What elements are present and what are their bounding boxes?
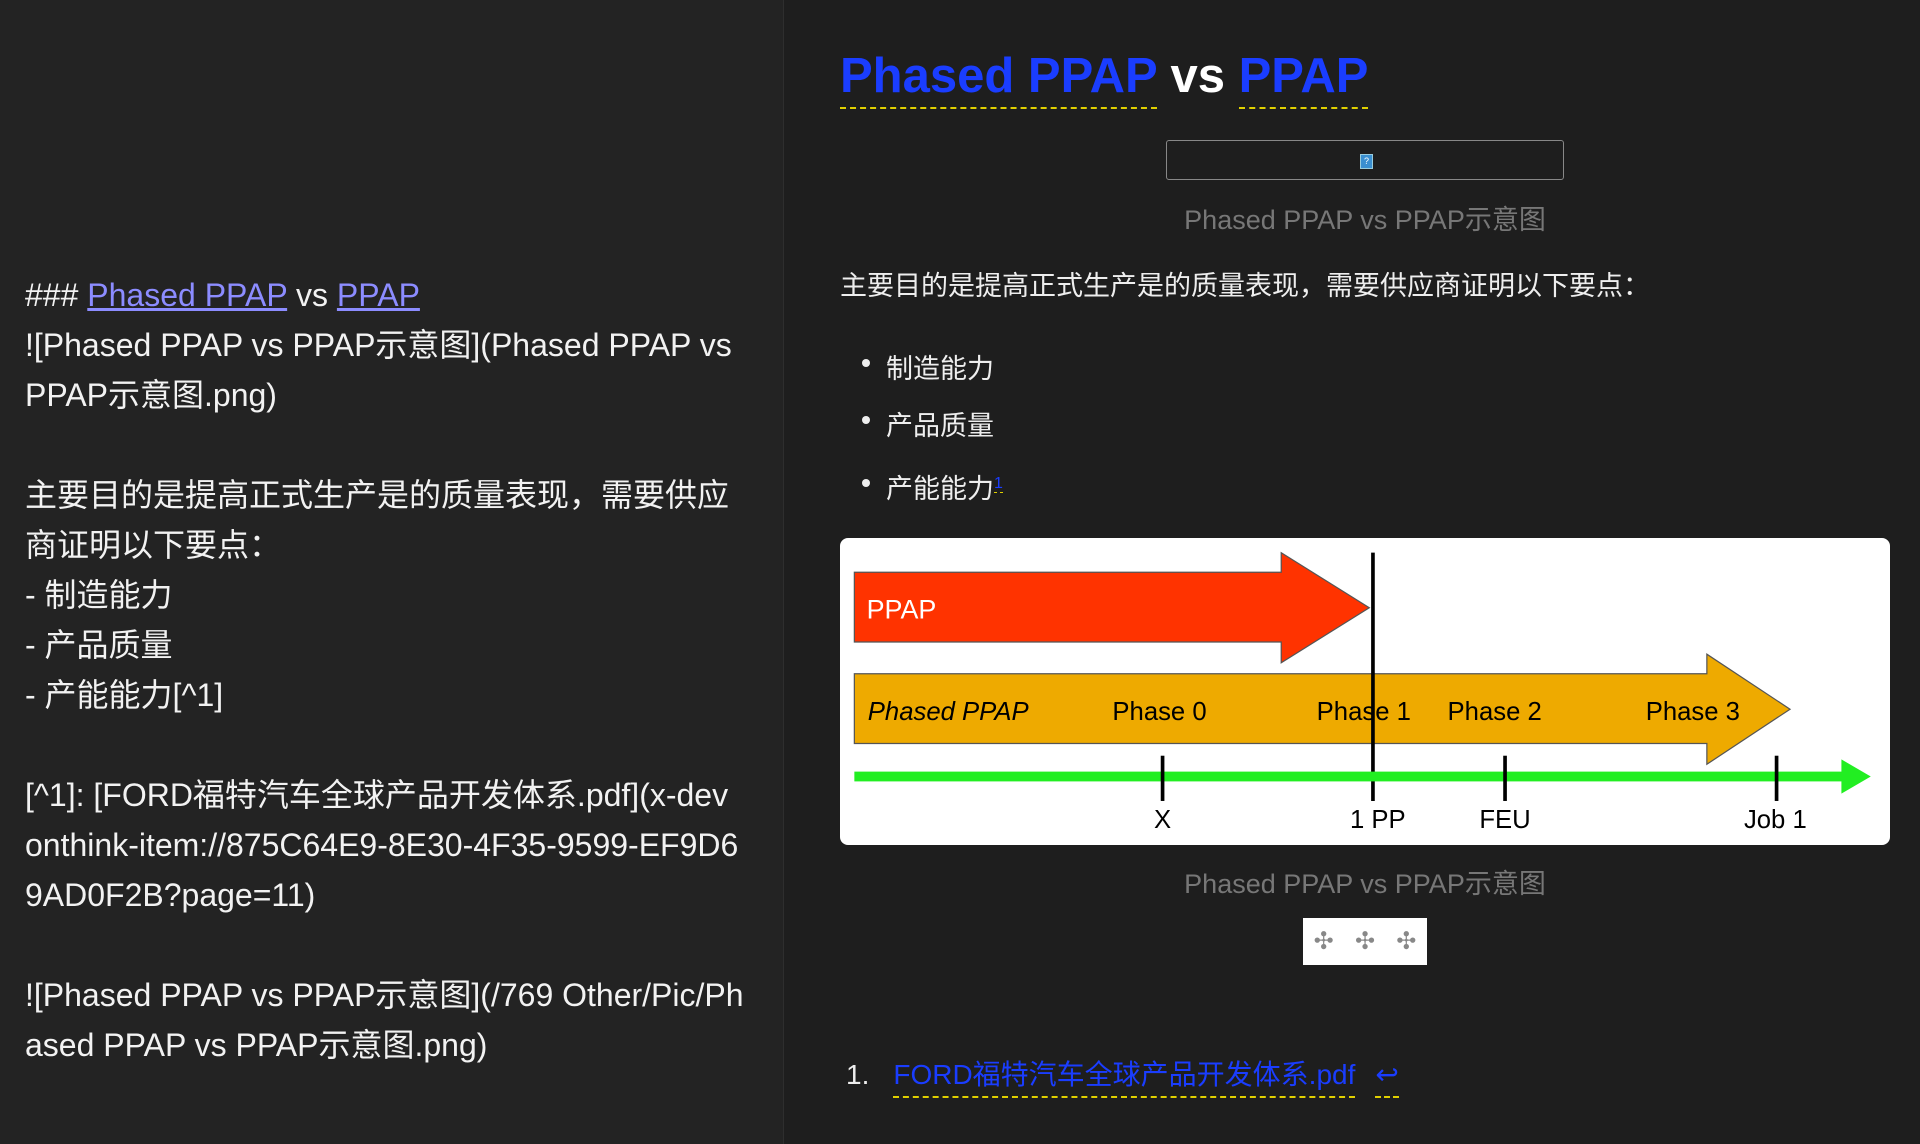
footnote-link[interactable]: FORD福特汽车全球产品开发体系.pdf	[893, 1059, 1356, 1098]
broken-image-icon: ?	[1360, 154, 1373, 169]
heading-vs: vs	[287, 277, 337, 313]
phase-1-label: Phase 1	[1317, 698, 1411, 726]
phase-3-label: Phase 3	[1646, 698, 1740, 726]
footnote-item: 1. FORD福特汽车全球产品开发体系.pdf ↩	[846, 1053, 1399, 1098]
milestone-feu-label: FEU	[1479, 806, 1530, 834]
list-item: 产能能力1	[840, 467, 1003, 504]
paragraph: 主要目的是提高正式生产是的质量表现，需要供应商证明以下要点：	[840, 271, 1650, 301]
heading-link-phased-ppap[interactable]: Phased PPAP	[87, 277, 288, 313]
milestone-1pp-label: 1 PP	[1350, 806, 1406, 834]
title-link-phased-ppap[interactable]: Phased PPAP	[840, 49, 1157, 109]
timeline-arrowhead	[1841, 759, 1871, 794]
milestone-job1-label: Job 1	[1744, 806, 1807, 834]
move-icon[interactable]: ✣	[1313, 928, 1334, 955]
move-icon[interactable]: ✣	[1396, 928, 1417, 955]
page-title: Phased PPAP vs PPAP	[840, 48, 1369, 109]
list-item-text: 产品质量	[886, 411, 994, 441]
preview-pane: Phased PPAP vs PPAP ? Phased PPAP vs PPA…	[784, 0, 1920, 1144]
title-vs: vs	[1170, 49, 1225, 103]
bullet-list: 制造能力 产品质量 产能能力1	[840, 340, 1003, 504]
list-item-text: 制造能力	[886, 354, 994, 384]
image-toolbar: ✣ ✣ ✣	[1303, 918, 1427, 965]
heading-marker: ###	[25, 277, 88, 313]
list-item: 产品质量	[840, 404, 1003, 441]
title-link-ppap[interactable]: PPAP	[1238, 49, 1369, 109]
broken-image: ?	[1166, 140, 1564, 180]
ppap-arrow	[853, 551, 1371, 664]
heading-link-ppap[interactable]: PPAP	[336, 277, 420, 313]
markdown-body: ![Phased PPAP vs PPAP示意图](Phased PPAP vs…	[25, 327, 744, 1063]
footnote-backref-icon[interactable]: ↩	[1375, 1059, 1399, 1098]
broken-image-caption: Phased PPAP vs PPAP示意图	[1184, 205, 1546, 235]
footnote-ref[interactable]: 1	[994, 475, 1003, 493]
phase-2-label: Phase 2	[1448, 698, 1542, 726]
phased-ppap-arrow	[853, 653, 1792, 766]
list-item: 制造能力	[840, 347, 1003, 384]
footnote-number: 1.	[846, 1059, 870, 1090]
ppap-label: PPAP	[867, 595, 937, 625]
phased-ppap-label: Phased PPAP	[868, 698, 1029, 726]
phase-0-label: Phase 0	[1112, 698, 1206, 726]
image-caption: Phased PPAP vs PPAP示意图	[1184, 869, 1546, 899]
phased-ppap-diagram: PPAP Phased PPAP Phase 0 Phase 1 Phase 2…	[840, 538, 1890, 845]
move-icon[interactable]: ✣	[1354, 928, 1376, 955]
milestone-x-label: X	[1154, 806, 1171, 834]
timeline-bar	[854, 771, 1846, 782]
list-item-text: 产能能力	[886, 474, 994, 504]
markdown-source[interactable]: ### Phased PPAP vs PPAP ![Phased PPAP vs…	[25, 270, 745, 1070]
markdown-editor-pane[interactable]: ### Phased PPAP vs PPAP ![Phased PPAP vs…	[0, 0, 784, 1144]
